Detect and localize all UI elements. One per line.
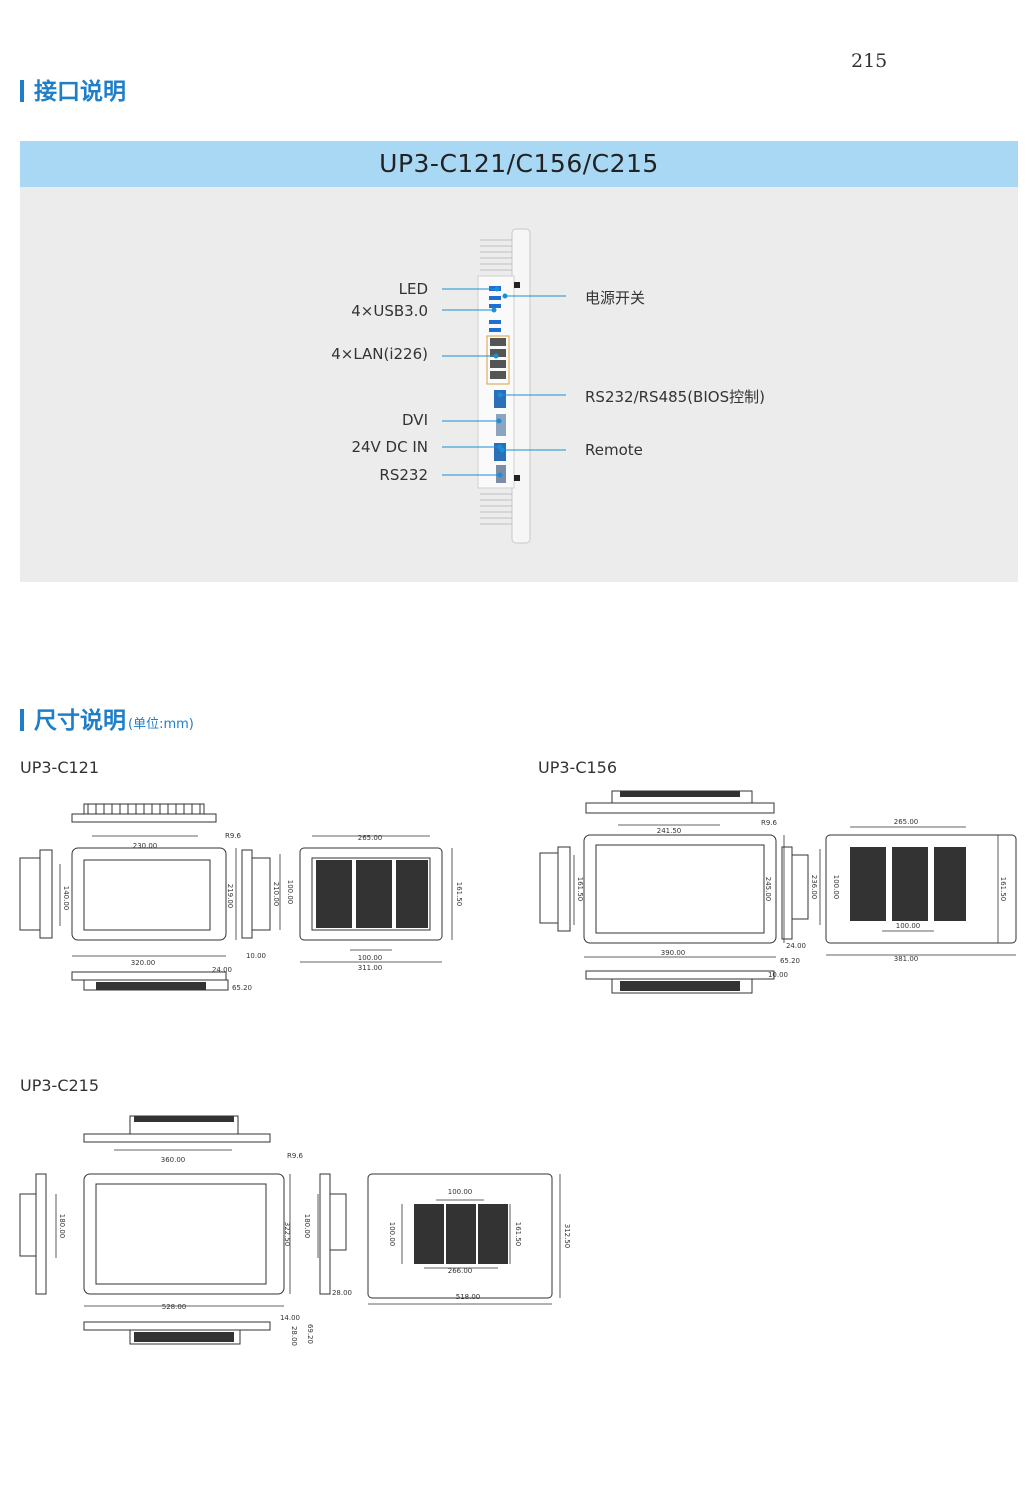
svg-text:28.00: 28.00 bbox=[332, 1289, 352, 1297]
svg-text:265.00: 265.00 bbox=[358, 834, 383, 842]
c121-dim-320: 320.00 bbox=[131, 959, 156, 967]
dimension-section-title: 尺寸说明 (单位:mm) bbox=[20, 701, 194, 735]
svg-text:245.00: 245.00 bbox=[764, 877, 772, 902]
dimension-unit: (单位:mm) bbox=[128, 717, 194, 732]
model-name-c121: UP3-C121 bbox=[20, 758, 100, 777]
svg-text:161.50: 161.50 bbox=[999, 877, 1007, 902]
svg-text:266.00: 266.00 bbox=[448, 1267, 473, 1275]
label-remote: Remote bbox=[585, 441, 643, 459]
model-name-c156: UP3-C156 bbox=[538, 758, 618, 777]
svg-text:R9.6: R9.6 bbox=[761, 819, 778, 827]
svg-text:10.00: 10.00 bbox=[768, 971, 788, 979]
svg-text:180.00: 180.00 bbox=[58, 1214, 66, 1239]
svg-text:100.00: 100.00 bbox=[448, 1188, 473, 1196]
label-rs232: RS232 bbox=[379, 466, 428, 484]
svg-text:161.50: 161.50 bbox=[576, 877, 584, 902]
drawing-c121: 230.00 R9.6 320.00 140.00 219.00 210.00 … bbox=[19, 803, 463, 992]
svg-text:65.20: 65.20 bbox=[780, 957, 800, 965]
svg-text:518.00: 518.00 bbox=[456, 1293, 481, 1301]
page-number: 215 bbox=[851, 50, 888, 72]
title-bar-marker bbox=[20, 80, 24, 102]
interface-title-text: 接口说明 bbox=[34, 79, 126, 105]
svg-text:390.00: 390.00 bbox=[661, 949, 686, 957]
label-usb: 4×USB3.0 bbox=[351, 302, 428, 320]
svg-text:10.00: 10.00 bbox=[246, 952, 266, 960]
svg-text:322.50: 322.50 bbox=[283, 1222, 291, 1247]
svg-text:210.00: 210.00 bbox=[272, 882, 280, 907]
svg-text:69.20: 69.20 bbox=[306, 1324, 314, 1344]
interface-section-title: 接口说明 bbox=[20, 72, 126, 106]
svg-text:236.00: 236.00 bbox=[810, 875, 818, 900]
svg-text:R9.6: R9.6 bbox=[287, 1152, 304, 1160]
svg-text:14.00: 14.00 bbox=[280, 1314, 300, 1322]
label-dvi: DVI bbox=[402, 411, 428, 429]
label-power-switch: 电源开关 bbox=[585, 289, 646, 307]
svg-text:100.00: 100.00 bbox=[832, 875, 840, 900]
svg-text:360.00: 360.00 bbox=[161, 1156, 186, 1164]
svg-text:161.50: 161.50 bbox=[455, 882, 463, 907]
device-side-view bbox=[477, 228, 531, 544]
svg-text:28.00: 28.00 bbox=[290, 1326, 298, 1346]
svg-text:161.50: 161.50 bbox=[514, 1222, 522, 1247]
svg-text:265.00: 265.00 bbox=[894, 818, 919, 826]
svg-text:381.00: 381.00 bbox=[894, 955, 919, 963]
svg-text:312.50: 312.50 bbox=[563, 1224, 571, 1249]
drawing-c215: 360.00 R9.6 528.00 180.00 322.50 180.00 … bbox=[19, 1115, 571, 1346]
c121-dim-230: 230.00 bbox=[133, 842, 158, 850]
svg-text:241.50: 241.50 bbox=[657, 827, 682, 835]
svg-text:24.00: 24.00 bbox=[786, 942, 806, 950]
svg-text:311.00: 311.00 bbox=[358, 964, 383, 972]
svg-text:219.00: 219.00 bbox=[226, 884, 234, 909]
svg-text:100.00: 100.00 bbox=[286, 880, 294, 905]
title-bar-marker bbox=[20, 709, 24, 731]
svg-text:65.20: 65.20 bbox=[232, 984, 252, 992]
svg-text:528.00: 528.00 bbox=[162, 1303, 187, 1311]
svg-text:100.00: 100.00 bbox=[388, 1222, 396, 1247]
svg-text:100.00: 100.00 bbox=[896, 922, 921, 930]
label-led: LED bbox=[398, 280, 428, 298]
c121-dim-r96: R9.6 bbox=[225, 832, 242, 840]
label-lan: 4×LAN(i226) bbox=[331, 345, 428, 363]
svg-text:140.00: 140.00 bbox=[62, 886, 70, 911]
model-title: UP3-C121/C156/C215 bbox=[379, 149, 659, 178]
model-name-c215: UP3-C215 bbox=[20, 1076, 100, 1095]
drawing-c156: 241.50 R9.6 390.00 161.50 245.00 236.00 … bbox=[539, 790, 1017, 994]
label-dc-in: 24V DC IN bbox=[351, 438, 428, 456]
interface-illustration bbox=[442, 228, 566, 544]
dimension-title-text: 尺寸说明 bbox=[34, 708, 126, 734]
svg-text:24.00: 24.00 bbox=[212, 966, 232, 974]
svg-text:100.00: 100.00 bbox=[358, 954, 383, 962]
label-rs232-rs485: RS232/RS485(BIOS控制) bbox=[585, 388, 765, 406]
model-title-band: UP3-C121/C156/C215 bbox=[20, 141, 1018, 187]
svg-text:180.00: 180.00 bbox=[303, 1214, 311, 1239]
